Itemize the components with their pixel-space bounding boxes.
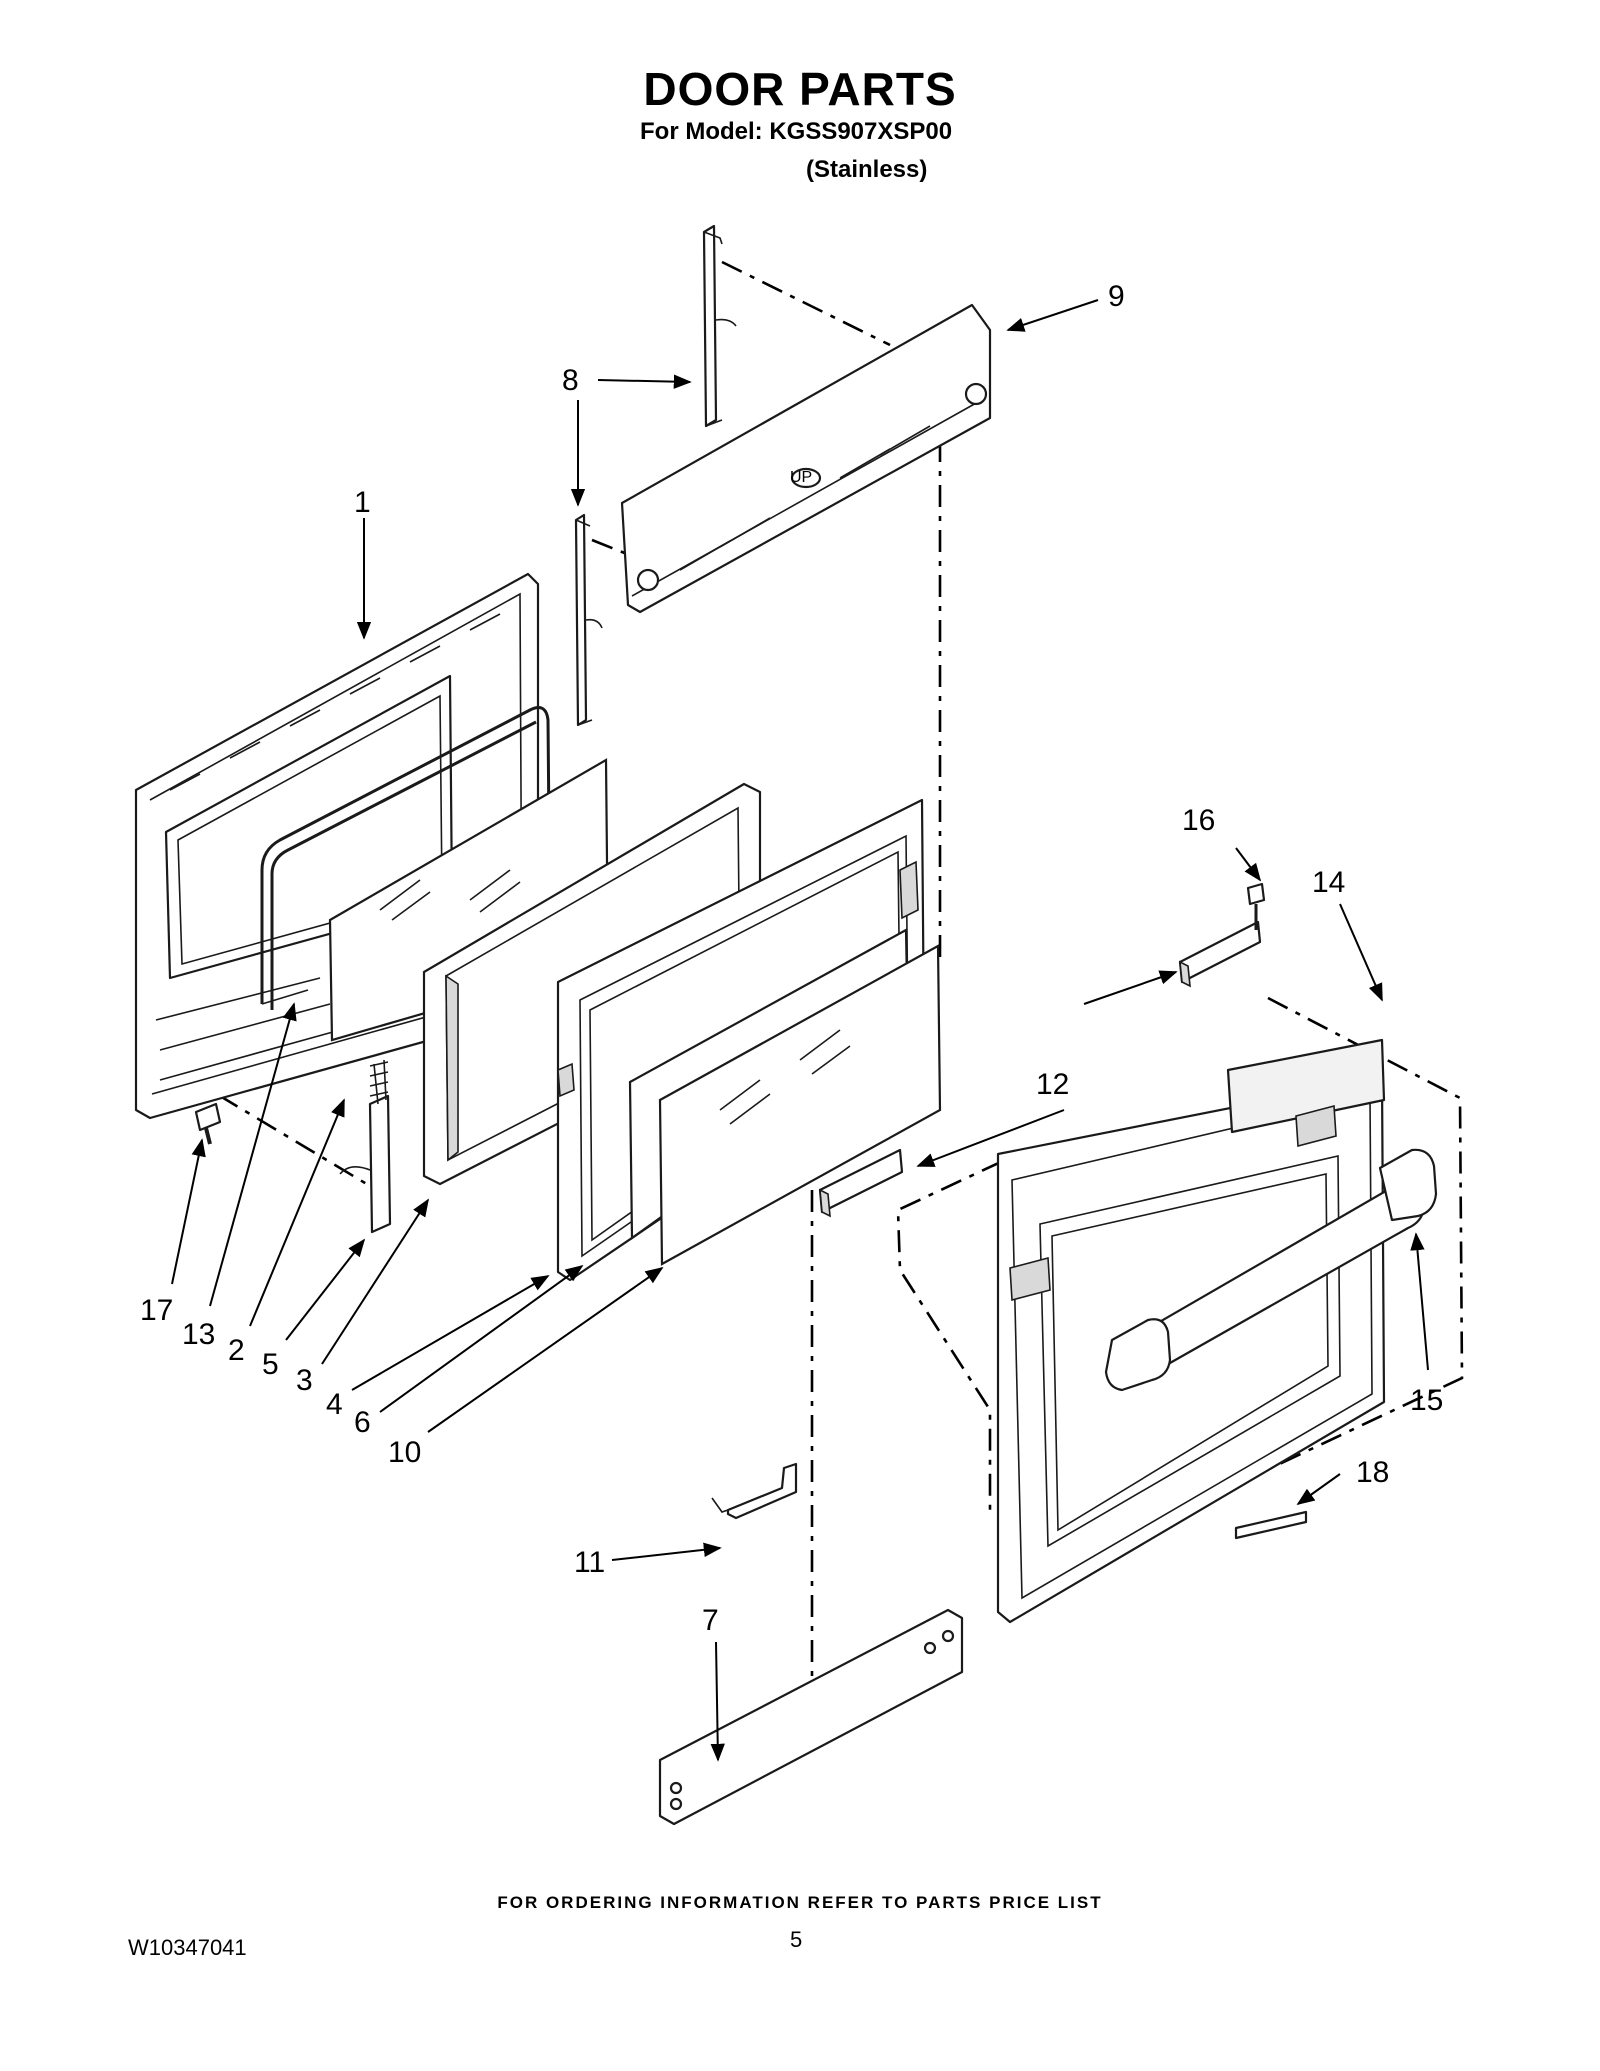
page-title: DOOR PARTS [643, 63, 957, 115]
page-number: 5 [790, 1927, 803, 1952]
callout-14: 14 [1312, 866, 1345, 899]
callout-17: 17 [140, 1294, 173, 1327]
callout-8: 8 [562, 364, 579, 397]
callout-9: 9 [1108, 280, 1125, 313]
callout-4: 4 [326, 1388, 343, 1421]
part-8-clip-upper [702, 224, 737, 428]
callout-3: 3 [296, 1364, 313, 1397]
part-10-glass-panels [628, 928, 942, 1266]
part-17-screw [194, 1102, 222, 1145]
part-11-bracket [711, 1462, 798, 1520]
callout-11: 11 [574, 1546, 605, 1579]
callout-1: 1 [354, 486, 371, 519]
callout-16: 16 [1182, 804, 1215, 837]
leader-lines [171, 299, 1429, 1762]
finish-line: (Stainless) [806, 156, 928, 183]
part-12-hinge-plates [818, 920, 1262, 1218]
callout-5: 5 [262, 1348, 279, 1381]
part-7-bottom-trim [658, 1608, 964, 1826]
part-18-badge [1234, 1510, 1308, 1540]
part-5-hinge [339, 1059, 392, 1234]
part-8-clip-lower [574, 513, 603, 727]
callout-12: 12 [1036, 1068, 1069, 1101]
part-16-screw [1246, 882, 1266, 930]
callout-13: 13 [182, 1318, 215, 1351]
part-15-handle [1104, 1148, 1438, 1392]
callout-10: 10 [388, 1436, 421, 1469]
callout-labels: 1 2 3 4 5 6 7 8 9 10 11 12 13 14 15 16 1… [140, 280, 1443, 1637]
document-number: W10347041 [128, 1935, 247, 1960]
callout-6: 6 [354, 1406, 371, 1439]
part-9-top-bracket: UP [620, 303, 992, 614]
callout-15: 15 [1410, 1384, 1443, 1417]
ordering-note: FOR ORDERING INFORMATION REFER TO PARTS … [497, 1893, 1103, 1912]
part-13-wire-rack [260, 706, 552, 1010]
model-line: For Model: KGSS907XSP00 [640, 118, 953, 145]
callout-18: 18 [1356, 1456, 1389, 1489]
callout-2: 2 [228, 1334, 245, 1367]
callout-7: 7 [702, 1604, 719, 1637]
up-marking: UP [790, 469, 812, 486]
